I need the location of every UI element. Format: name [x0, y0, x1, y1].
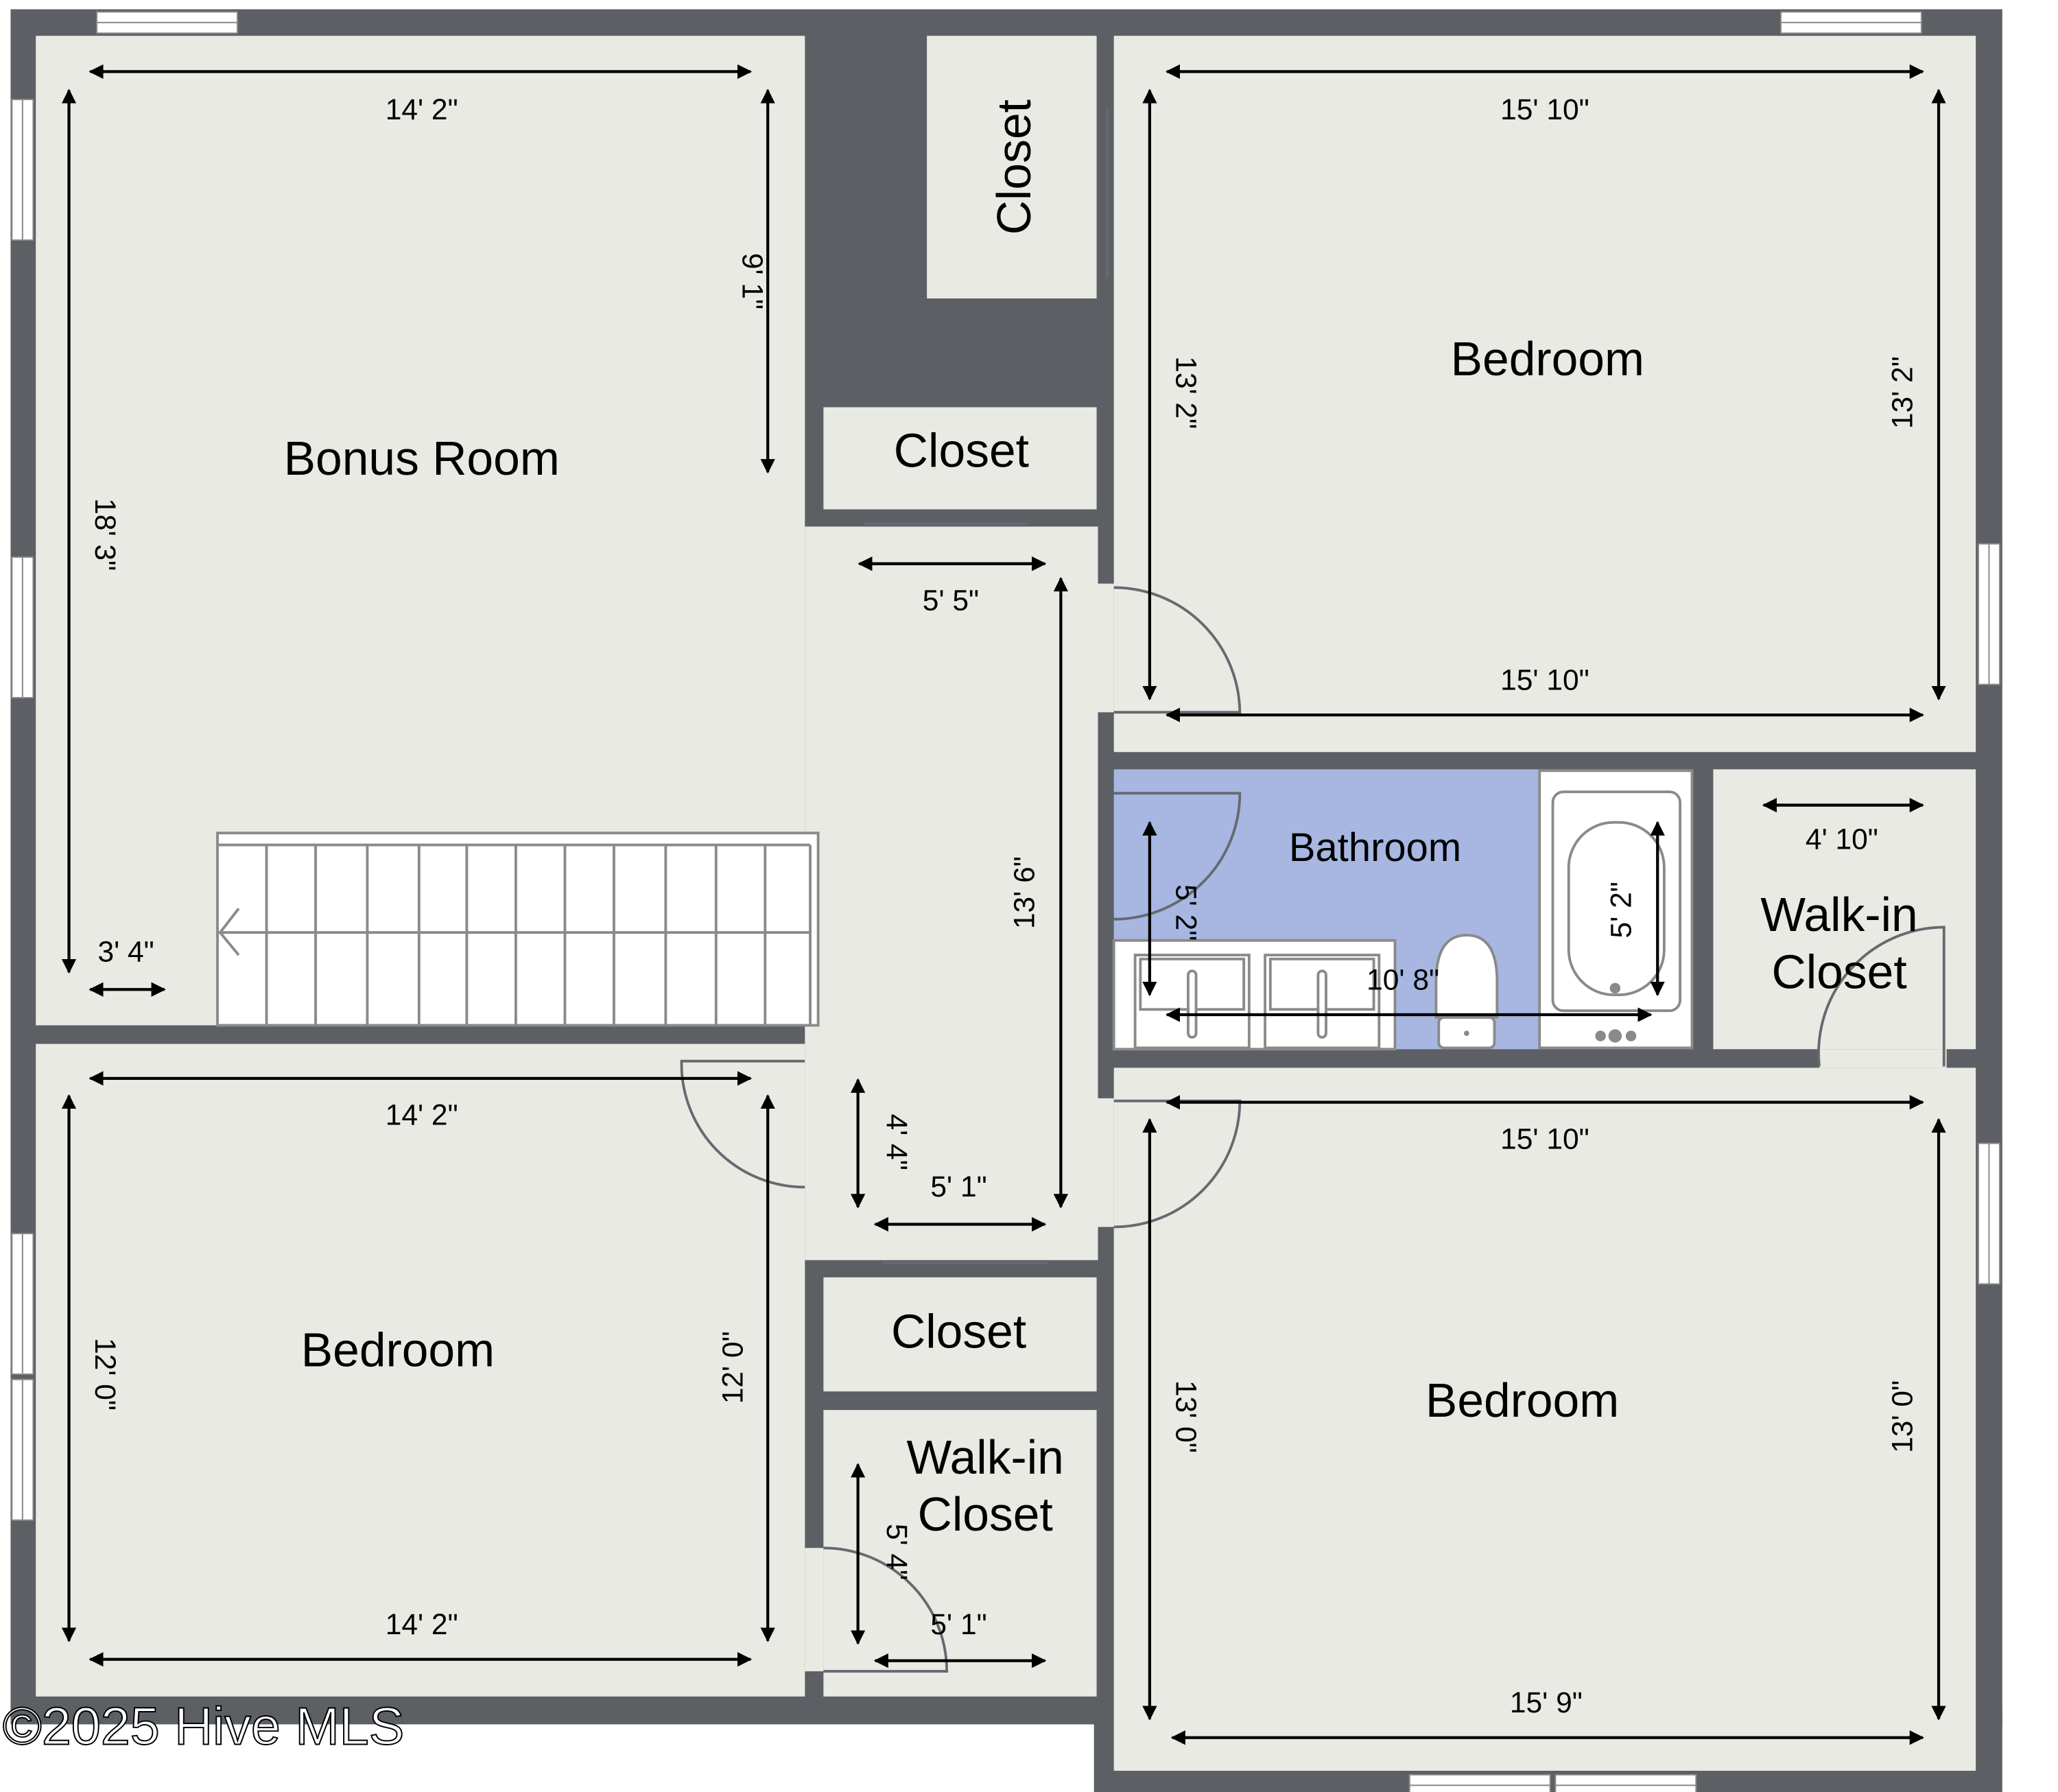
- window: [11, 1233, 23, 1375]
- dim-bedroom-se-width-bottom: 15' 9": [1510, 1686, 1583, 1719]
- closet-mid-floor: [823, 1277, 1097, 1392]
- staircase: [216, 832, 820, 1027]
- dim-hallway-height: 13' 6": [1008, 856, 1041, 929]
- stair-direction-arrow-icon: [218, 908, 240, 956]
- walkin-closet-e-floor: [1713, 769, 1976, 1050]
- hallway-floor: [805, 526, 1098, 1260]
- closet-top-floor: [823, 407, 1097, 510]
- dim-bonus-height-right: 9' 1": [735, 253, 768, 309]
- dim-bedroom-ne-width-top: 15' 10": [1500, 93, 1589, 126]
- dim-walkin-s-height: 5' 4": [880, 1524, 913, 1580]
- closet-vertical-floor: [927, 36, 1097, 299]
- door-swing: [1817, 926, 1945, 1067]
- dimension-lines: [61, 64, 1946, 1745]
- room-label-bathroom: Bathroom: [1289, 826, 1461, 870]
- window: [1554, 1773, 1697, 1787]
- toilet-icon: [1434, 934, 1499, 1019]
- dim-bedroom-se-width-top: 15' 10": [1500, 1122, 1589, 1155]
- dim-stair-offset: 3' 4": [97, 936, 154, 969]
- dim-bedroom-sw-width-bottom: 14' 2": [386, 1608, 458, 1641]
- dim-closet-top-width: 5' 5": [923, 584, 979, 617]
- dim-walkin-e-width: 4' 10": [1806, 823, 1878, 856]
- copyright-watermark: ©2025 Hive MLS: [3, 1697, 404, 1756]
- dim-bath-tub-height: 5' 2": [1605, 882, 1638, 938]
- dim-bonus-width: 14' 2": [386, 93, 458, 126]
- window: [11, 99, 23, 241]
- bedroom-se-floor: [1113, 1068, 1976, 1771]
- dim-bedroom-ne-height-left: 13' 2": [1170, 356, 1203, 429]
- walkin-closet-s-floor: [823, 1410, 1097, 1697]
- window: [1978, 543, 1990, 685]
- dim-bedroom-se-height-left: 13' 0": [1170, 1380, 1203, 1453]
- room-label-walkin-s-line1: Walk-in: [907, 1430, 1064, 1484]
- dim-walkin-s-width: 5' 1": [930, 1608, 986, 1641]
- dim-bedroom-sw-height-right: 12' 0": [716, 1331, 749, 1404]
- room-labels: Bonus Room Closet Closet Bedroom Bathroo…: [284, 99, 1918, 1541]
- dim-hallway-depth: 4' 4": [880, 1113, 913, 1170]
- dim-bedroom-sw-width-top: 14' 2": [386, 1099, 458, 1132]
- window: [1978, 1142, 1990, 1285]
- dim-bedroom-sw-height-left: 12' 0": [88, 1338, 121, 1411]
- dim-bedroom-se-height-right: 13' 0": [1886, 1380, 1919, 1453]
- window: [1408, 1773, 1551, 1787]
- dim-bath-width: 10' 8": [1367, 963, 1439, 996]
- dim-bedroom-ne-height-right: 13' 2": [1886, 356, 1919, 429]
- bedroom-sw-floor: [36, 1044, 805, 1697]
- room-label-closet-mid: Closet: [891, 1304, 1026, 1358]
- dimension-labels: 14' 2" 18' 3" 9' 1" 3' 4" 5' 5" 13' 6" 1…: [88, 93, 1919, 1719]
- dim-bonus-height-left: 18' 3": [88, 498, 121, 571]
- bathroom-fixtures: [1112, 769, 1694, 1051]
- window: [11, 556, 23, 698]
- dim-hallway-width: 5' 1": [930, 1170, 986, 1203]
- window: [11, 1378, 23, 1521]
- room-label-bedroom-ne: Bedroom: [1451, 332, 1644, 386]
- room-label-bedroom-sw: Bedroom: [301, 1323, 495, 1376]
- window: [1780, 11, 1922, 23]
- dim-bedroom-ne-width-bottom: 15' 10": [1500, 663, 1589, 696]
- room-label-walkin-e-line1: Walk-in: [1760, 888, 1917, 941]
- dim-bath-height-left: 5' 2": [1170, 884, 1203, 941]
- room-label-bonus-room: Bonus Room: [284, 432, 560, 485]
- room-label-bedroom-se: Bedroom: [1426, 1374, 1619, 1427]
- bedroom-ne-floor: [1113, 36, 1976, 753]
- room-label-closet-vertical: Closet: [987, 99, 1041, 235]
- floors: [36, 36, 1976, 1771]
- window: [96, 11, 238, 23]
- windows: [11, 11, 2000, 1792]
- room-label-walkin-e-line2: Closet: [1771, 945, 1906, 998]
- room-label-closet-top: Closet: [894, 424, 1029, 478]
- room-label-walkin-s-line2: Closet: [918, 1487, 1053, 1541]
